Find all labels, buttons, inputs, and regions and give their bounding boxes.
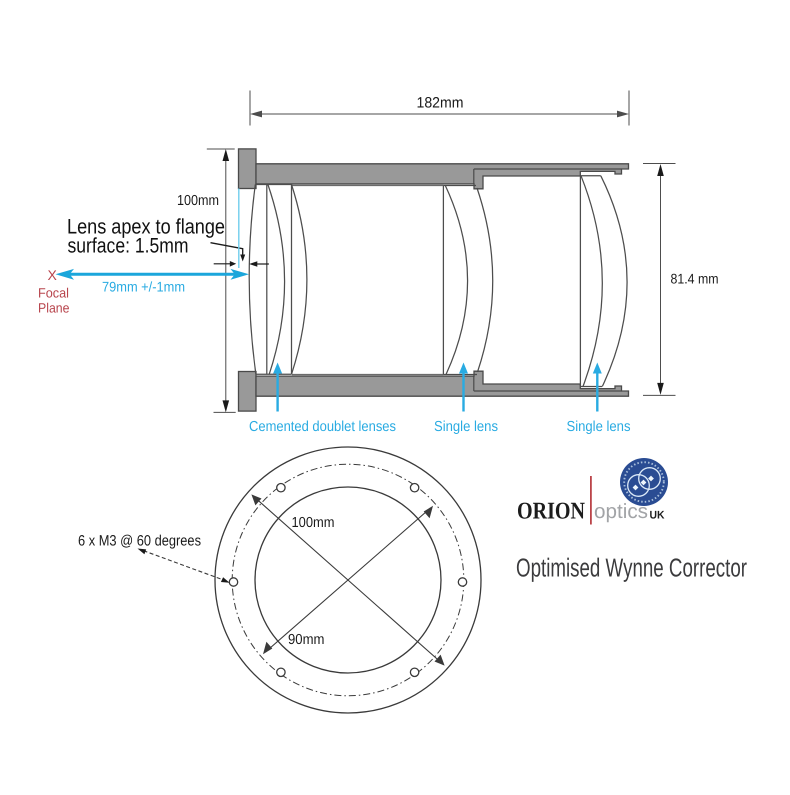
svg-text:100mm: 100mm bbox=[292, 515, 335, 531]
svg-text:Optimised Wynne Corrector: Optimised Wynne Corrector bbox=[516, 553, 747, 583]
svg-text:X: X bbox=[48, 267, 58, 283]
svg-text:Plane: Plane bbox=[38, 301, 70, 316]
svg-text:79mm +/-1mm: 79mm +/-1mm bbox=[102, 279, 185, 295]
svg-text:Single lens: Single lens bbox=[567, 419, 631, 435]
svg-text:182mm: 182mm bbox=[417, 95, 464, 112]
svg-text:Single lens: Single lens bbox=[434, 419, 498, 435]
svg-text:surface: 1.5mm: surface: 1.5mm bbox=[68, 235, 189, 258]
svg-text:Lens apex to flange: Lens apex to flange bbox=[67, 216, 225, 239]
svg-text:optics: optics bbox=[594, 500, 648, 523]
svg-text:Focal: Focal bbox=[38, 286, 69, 301]
svg-text:Cemented doublet lenses: Cemented doublet lenses bbox=[249, 419, 396, 435]
svg-text:81.4 mm: 81.4 mm bbox=[671, 271, 719, 287]
svg-text:100mm: 100mm bbox=[177, 193, 219, 209]
svg-text:90mm: 90mm bbox=[288, 632, 325, 648]
svg-text:6 x M3 @ 60 degrees: 6 x M3 @ 60 degrees bbox=[78, 533, 201, 550]
svg-text:ORION: ORION bbox=[517, 499, 586, 525]
svg-text:UK: UK bbox=[650, 510, 665, 522]
